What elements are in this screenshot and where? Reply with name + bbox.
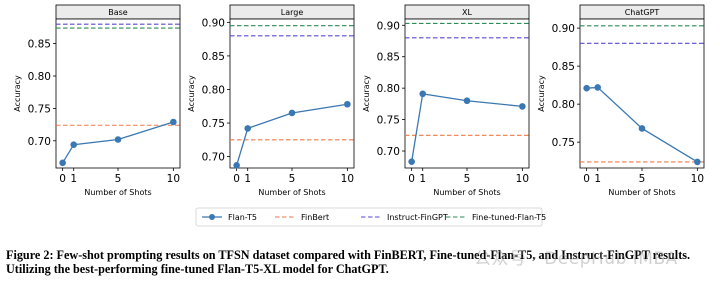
y-tick-label: 0.80	[202, 84, 225, 96]
data-point	[344, 100, 351, 108]
legend-item-instruct-fingpt: Instruct-FinGPT	[361, 213, 448, 222]
x-tick-label: 10	[691, 173, 704, 185]
plot-area	[229, 18, 355, 169]
y-axis-label: Accuracy	[187, 75, 196, 112]
y-tick-label: 0.75	[552, 137, 575, 149]
x-tick-label: 10	[167, 173, 180, 185]
data-point	[583, 84, 590, 92]
y-tick-label: 0.80	[28, 71, 51, 83]
subplot-title: XL	[462, 8, 472, 17]
plot-area	[579, 18, 705, 169]
legend-label: Fine-tuned-Flan-T5	[472, 213, 546, 222]
y-tick-label: 0.90	[552, 23, 575, 35]
y-axis-label: Accuracy	[13, 75, 22, 112]
x-axis-label: Number of Shots	[258, 188, 325, 197]
y-tick-label: 0.80	[552, 99, 575, 111]
y-tick-label: 0.85	[552, 61, 575, 73]
subplot-title: Base	[108, 8, 128, 17]
x-tick-label: 1	[244, 173, 251, 185]
data-point	[114, 136, 122, 143]
figure-caption: Figure 2: Few-shot prompting results on …	[6, 248, 691, 276]
y-axis-label: Accuracy	[537, 75, 546, 112]
x-tick-label: 1	[594, 173, 601, 185]
x-tick-label: 10	[516, 173, 529, 185]
legend-label: Instruct-FinGPT	[387, 213, 448, 222]
series-line-flan-t5	[586, 86, 698, 163]
series-line-flan-t5	[62, 121, 174, 164]
legend-item-flan-t5: Flan-T5	[202, 213, 257, 222]
x-tick-label: 5	[639, 173, 646, 185]
y-tick-label: 0.85	[202, 51, 225, 63]
data-point	[419, 90, 427, 98]
subplot-title: Large	[281, 8, 304, 17]
y-axis-label: Accuracy	[362, 75, 371, 112]
y-tick-label: 0.70	[28, 136, 51, 148]
data-point	[233, 162, 240, 169]
x-tick-label: 0	[59, 173, 66, 185]
series-line-flan-t5	[411, 93, 523, 162]
y-tick-label: 0.70	[377, 146, 400, 158]
x-tick-label: 0	[233, 173, 240, 185]
data-point	[170, 118, 177, 126]
data-point	[59, 159, 66, 167]
data-point	[288, 109, 296, 117]
x-tick-label: 0	[583, 173, 590, 185]
legend: Flan-T5 FinBert Instruct-FinGPT Fine-tuned-…	[195, 207, 546, 227]
y-tick-label: 0.85	[28, 39, 51, 51]
y-tick-label: 0.90	[202, 17, 225, 29]
x-axis-label: Number of Shots	[433, 188, 500, 197]
legend-marker	[209, 214, 215, 220]
x-axis-label: Number of Shots	[608, 188, 675, 197]
data-point	[519, 103, 526, 110]
y-tick-label: 0.75	[28, 103, 51, 115]
x-tick-label: 5	[289, 173, 296, 185]
x-axis-label: Number of Shots	[84, 188, 151, 197]
data-point	[694, 158, 701, 166]
subplot-title: ChatGPT	[625, 8, 660, 17]
y-tick-label: 0.85	[377, 52, 400, 64]
x-tick-label: 1	[70, 173, 77, 185]
data-point	[70, 141, 78, 148]
data-point	[638, 125, 646, 132]
data-point	[408, 158, 415, 166]
x-tick-label: 0	[408, 173, 415, 185]
y-tick-label: 0.80	[377, 83, 400, 95]
x-tick-label: 5	[464, 173, 471, 185]
x-tick-label: 1	[419, 173, 426, 185]
series-line-flan-t5	[236, 103, 348, 166]
legend-label: Flan-T5	[228, 213, 257, 222]
data-point	[594, 84, 602, 91]
y-tick-label: 0.75	[377, 115, 400, 127]
plot-area	[55, 18, 181, 169]
x-tick-label: 5	[115, 173, 122, 185]
watermark: 公众号 · DeepHub IMBA	[474, 249, 678, 269]
data-point	[463, 97, 471, 105]
y-tick-label: 0.75	[202, 118, 225, 130]
data-point	[244, 125, 252, 132]
x-tick-label: 10	[341, 173, 354, 185]
y-tick-label: 0.90	[377, 20, 400, 32]
y-tick-label: 0.70	[202, 152, 225, 164]
legend-item-finbert: FinBert	[275, 213, 329, 222]
legend-label: FinBert	[301, 213, 329, 222]
legend-item-fine-tuned-flan-t5: Fine-tuned-Flan-T5	[446, 213, 546, 222]
